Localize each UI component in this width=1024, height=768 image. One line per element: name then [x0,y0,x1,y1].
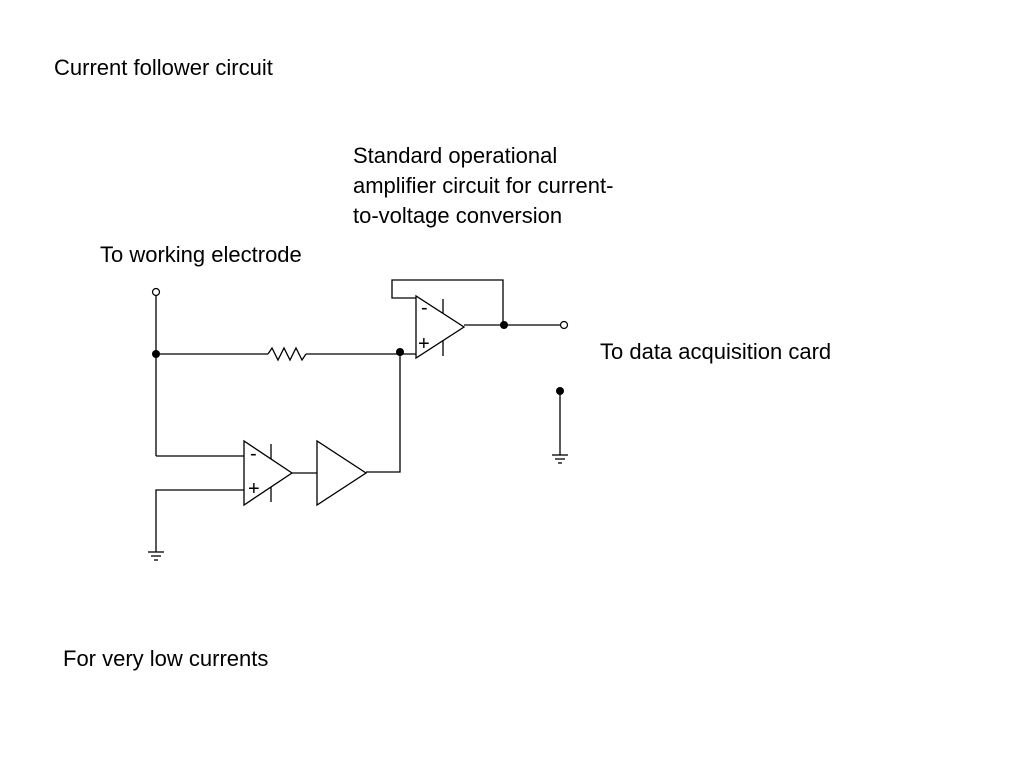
opamp-top [415,294,466,360]
output-terminal [559,320,569,330]
working-electrode-terminal [151,287,161,297]
note-line-1: Standard operational [353,143,558,168]
low-stage-ground-wire [155,489,244,552]
note-line-3: to-voltage conversion [353,203,563,228]
opamp-low-minus: - [250,443,257,465]
standard-opamp-note: Standard operational amplifier circuit f… [353,141,613,231]
resistor [267,346,307,362]
feedback-wire [391,279,504,325]
low-currents-label: For very low currents [63,646,269,671]
buffer-output-wire [366,352,401,473]
opamp-top-minus: - [421,297,428,319]
opamp-low-current [243,439,294,507]
data-acquisition-label: To data acquisition card [600,339,832,364]
working-electrode-label: To working electrode [100,242,302,267]
ground-symbol-right [552,454,568,464]
note-line-2: amplifier circuit for current- [353,173,614,198]
buffer-amplifier [316,439,368,507]
opamp-top-plus: + [418,333,430,355]
output-junction-dot [500,321,508,329]
diagram-title: Current follower circuit [54,55,273,80]
ground-symbol-left [148,551,164,561]
opamp-low-plus: + [248,478,260,500]
